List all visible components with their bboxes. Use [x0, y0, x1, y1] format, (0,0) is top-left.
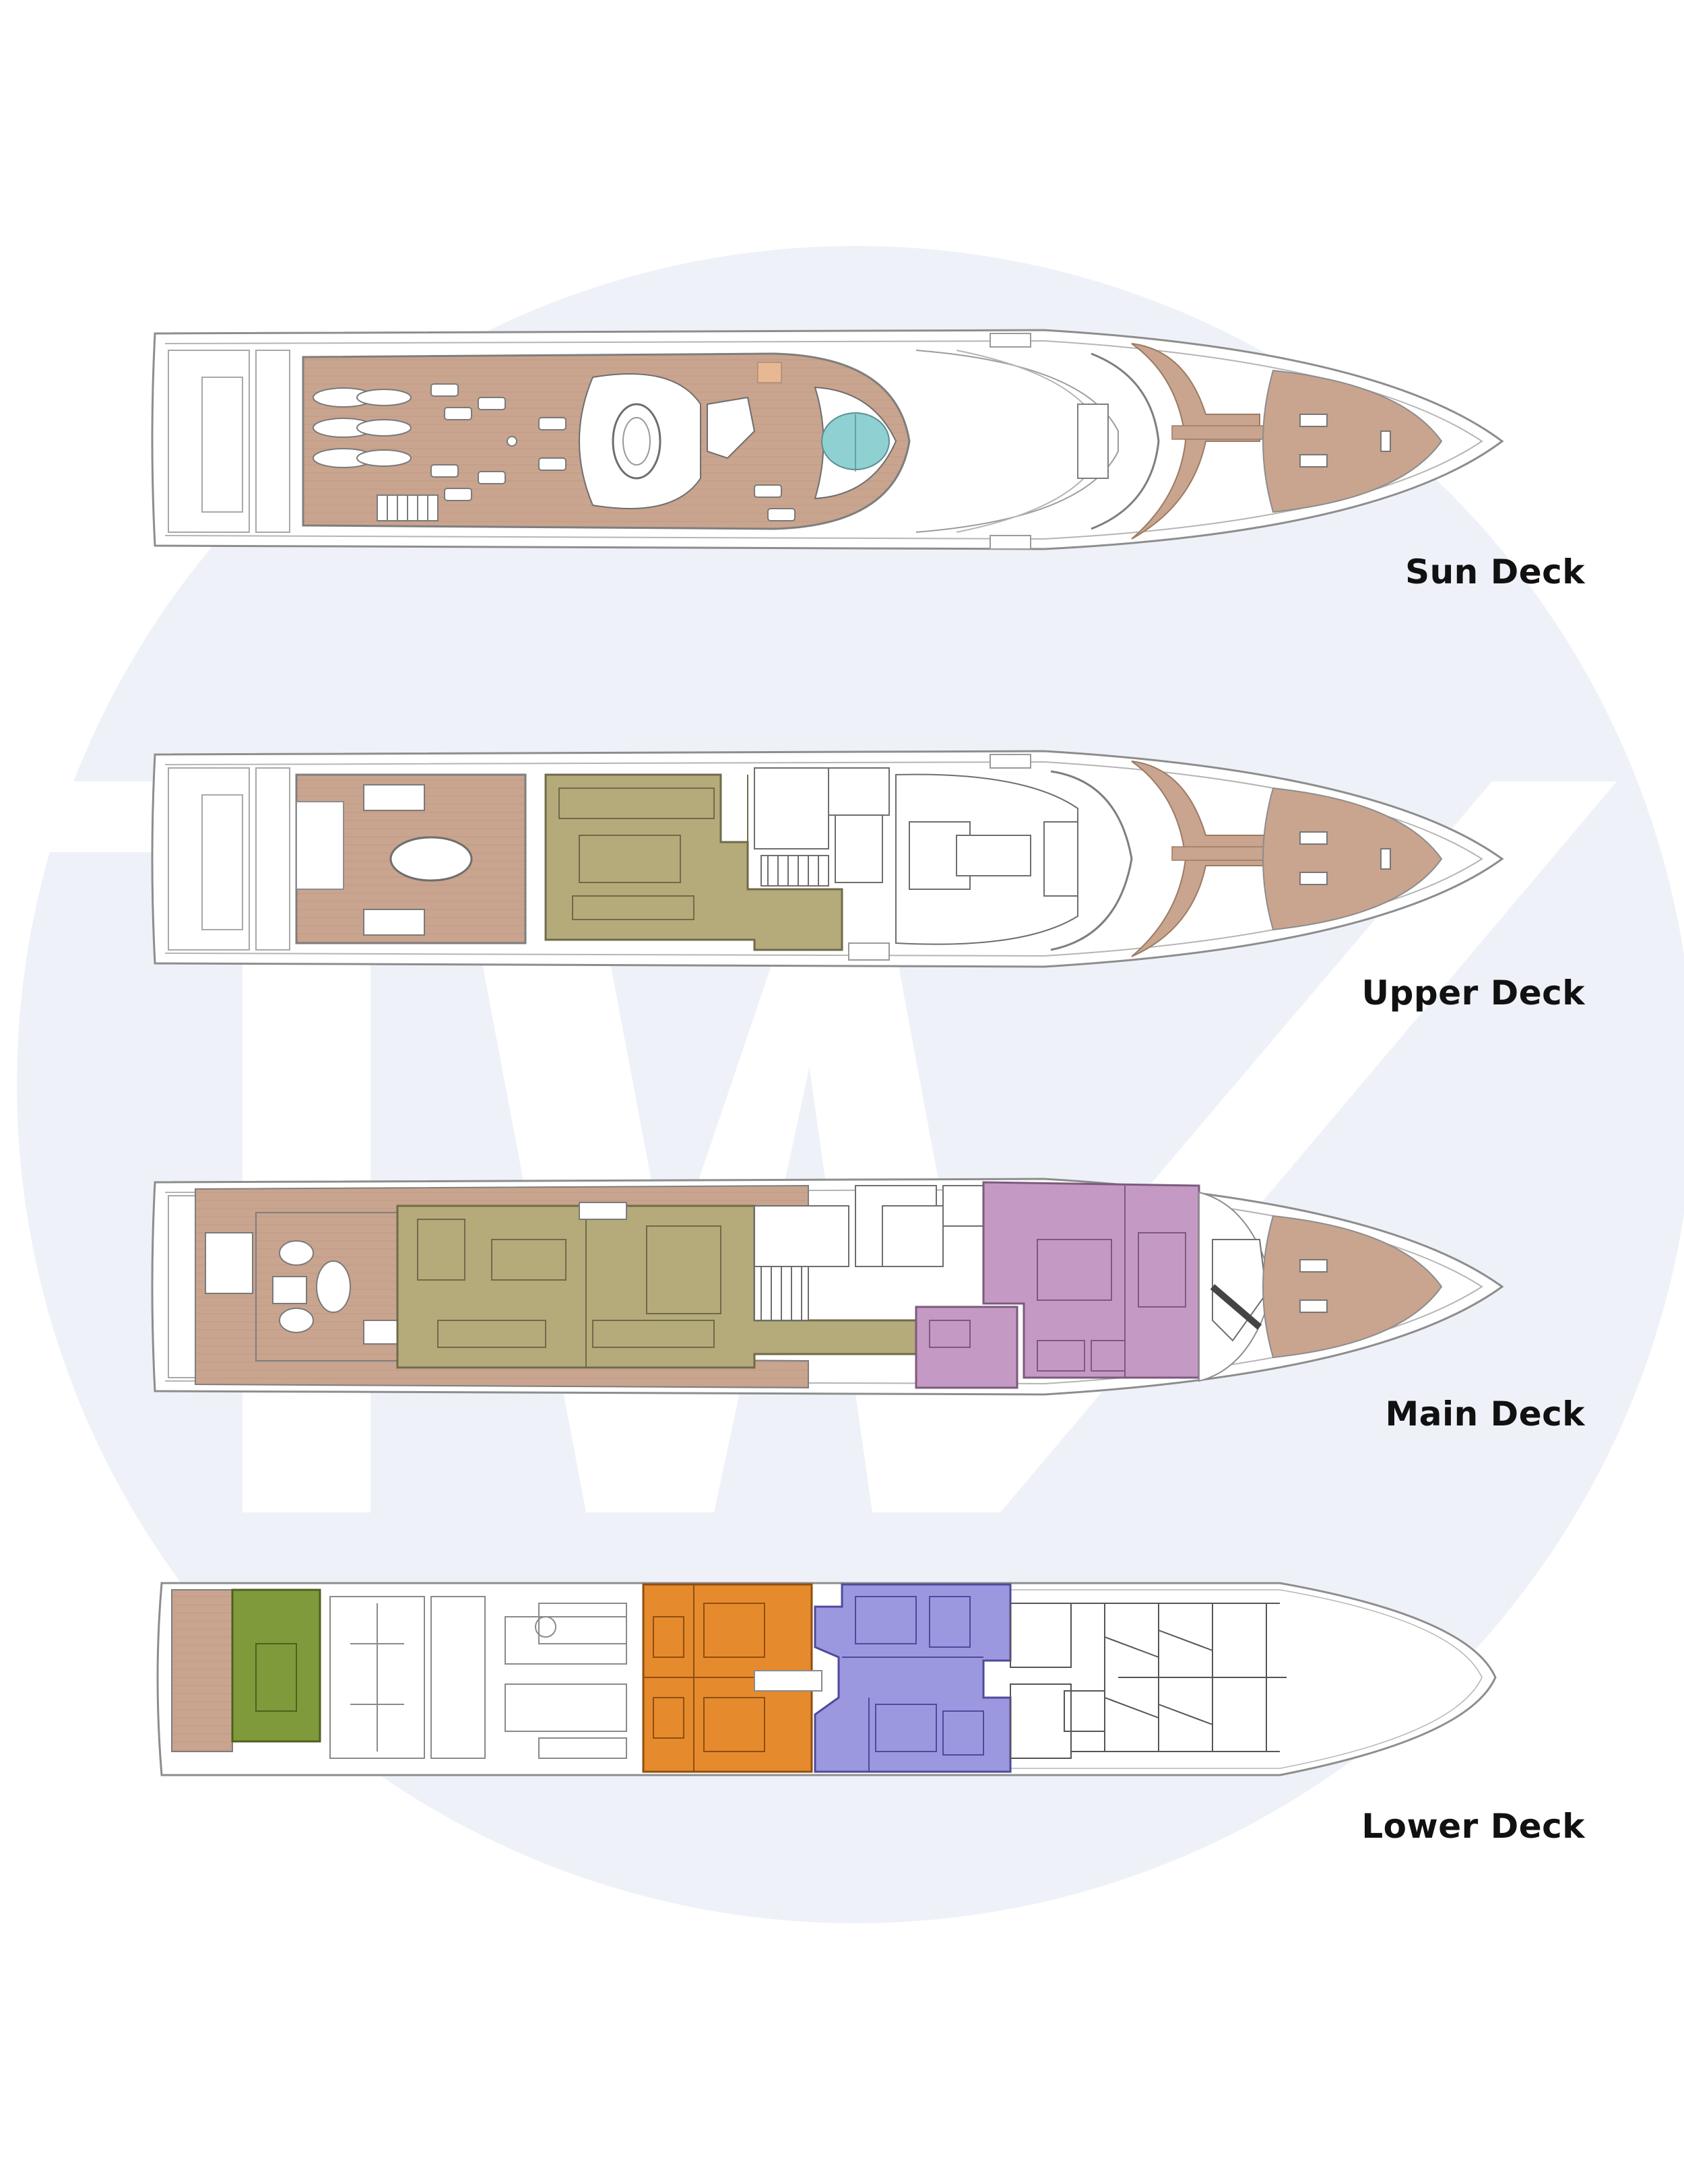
wheelhouse: [895, 773, 1078, 945]
lower-deck-plan: [156, 1582, 1497, 1776]
main-deck-plan: [151, 1178, 1504, 1396]
upper-deck-dining-table: [389, 836, 473, 882]
sun-deck-foredeck: [1262, 369, 1443, 513]
main-deck-foredeck: [1262, 1215, 1443, 1359]
deck-label-sun: Sun Deck: [1405, 552, 1585, 591]
deck-label-lower: Lower Deck: [1361, 1807, 1585, 1846]
lower-deck-guest-cabins: [814, 1583, 1012, 1773]
sun-deck-plan: [151, 329, 1504, 550]
deck-label-main: Main Deck: [1385, 1394, 1585, 1434]
upper-deck-foredeck: [1262, 787, 1443, 931]
lower-deck-beach-club: [231, 1588, 321, 1743]
sunbeds: [430, 383, 796, 521]
tender-stowage: [313, 387, 412, 468]
upper-deck-plan: [151, 750, 1504, 968]
main-deck-owner-suite: [982, 1181, 1200, 1379]
deck-label-upper: Upper Deck: [1361, 973, 1585, 1013]
